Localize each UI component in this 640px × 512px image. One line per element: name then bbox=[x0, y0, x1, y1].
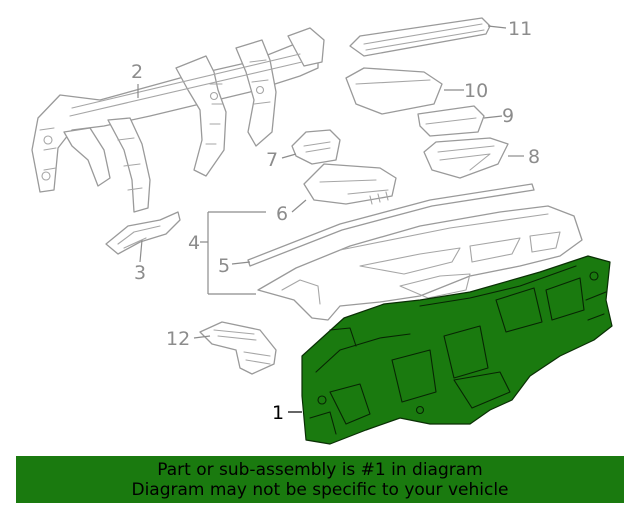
banner-line-disclaimer: Diagram may not be specific to your vehi… bbox=[131, 479, 509, 500]
callout-6: 6 bbox=[276, 203, 288, 225]
part-1-instrument-panel-carrier bbox=[301, 255, 613, 445]
part-2-crossbeam bbox=[31, 27, 325, 213]
callout-10: 10 bbox=[464, 80, 488, 102]
callout-4: 4 bbox=[188, 232, 200, 254]
leader-lines bbox=[137, 25, 524, 413]
callout-12: 12 bbox=[166, 328, 190, 350]
part-info-banner: Part or sub-assembly is #1 in diagram Di… bbox=[16, 456, 624, 503]
callout-7: 7 bbox=[266, 149, 278, 171]
callout-9: 9 bbox=[502, 105, 514, 127]
callout-11: 11 bbox=[508, 18, 532, 40]
part-5-trim-strip bbox=[247, 183, 535, 267]
part-9-trim bbox=[417, 105, 485, 137]
part-6-bezel bbox=[303, 163, 397, 205]
part-3-bracket bbox=[105, 211, 181, 255]
part-12-lower-trim bbox=[199, 321, 277, 375]
part-7-vent bbox=[291, 129, 341, 165]
part-10-cover bbox=[345, 67, 443, 115]
banner-line-part-number: Part or sub-assembly is #1 in diagram bbox=[157, 459, 483, 480]
part-11-defroster-grille bbox=[349, 17, 491, 57]
callout-3: 3 bbox=[134, 262, 146, 284]
callout-1: 1 bbox=[272, 402, 284, 424]
part-4-instrument-panel-upper bbox=[257, 205, 583, 321]
callout-2: 2 bbox=[131, 61, 143, 83]
callout-8: 8 bbox=[528, 146, 540, 168]
parts-diagram: 1 2 3 4 5 6 7 8 9 10 11 12 bbox=[31, 17, 613, 445]
part-8-tray bbox=[423, 137, 509, 179]
callout-5: 5 bbox=[218, 255, 230, 277]
